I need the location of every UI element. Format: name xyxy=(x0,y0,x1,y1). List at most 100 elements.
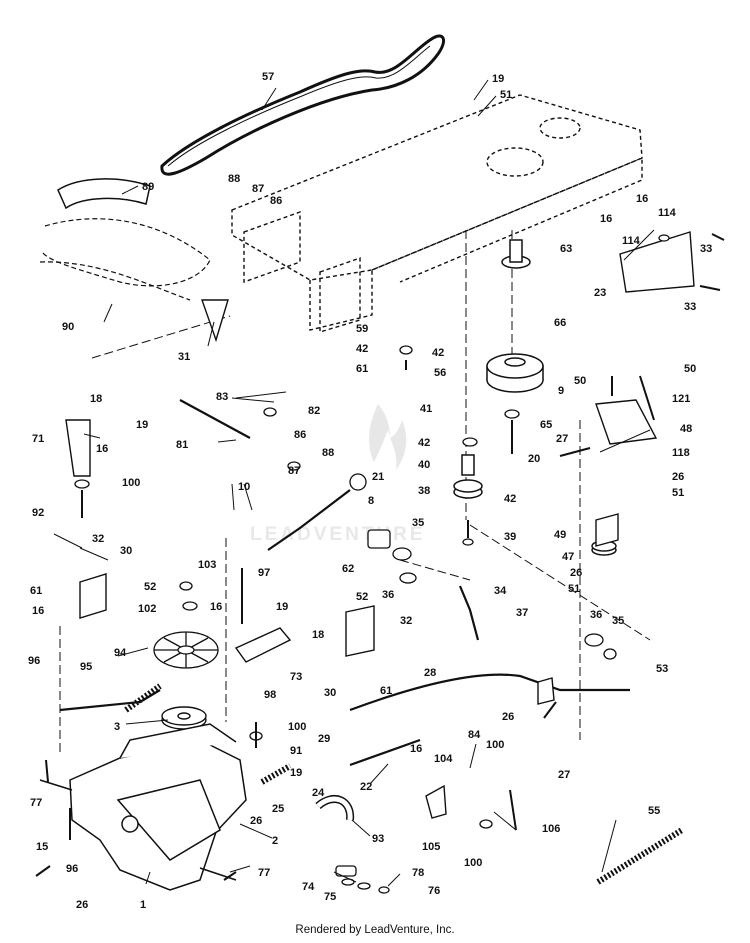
part-label: 8 xyxy=(368,495,374,507)
part-label: 29 xyxy=(318,733,330,745)
part-label: 40 xyxy=(418,459,430,471)
part-labels: 57 19 51 89 88 87 86 63 16 16 114 114 33… xyxy=(28,71,712,911)
footer-credit: Rendered by LeadVenture, Inc. xyxy=(295,924,455,936)
part-label: 90 xyxy=(62,321,74,333)
part-label: 87 xyxy=(288,465,300,477)
leadventure-watermark: LEADVENTURE xyxy=(250,404,426,545)
bolts xyxy=(35,233,725,881)
brackets xyxy=(65,231,695,819)
part-label: 114 xyxy=(658,207,677,219)
part-label: 82 xyxy=(308,405,320,417)
part-label: 98 xyxy=(264,689,276,701)
part-label: 9 xyxy=(558,385,564,397)
part-label: 100 xyxy=(464,857,482,869)
washers-and-nuts xyxy=(74,234,670,894)
drive-belt xyxy=(160,34,446,176)
part-label: 78 xyxy=(412,867,424,879)
part-label: 35 xyxy=(612,615,624,627)
idler-pulley-38 xyxy=(453,454,483,499)
watermark-text: LEADVENTURE xyxy=(250,524,426,545)
part-label: 16 xyxy=(210,601,222,613)
part-label: 48 xyxy=(680,423,692,435)
part-label: 24 xyxy=(312,787,325,799)
leader-lines xyxy=(53,79,655,887)
part-label: 102 xyxy=(138,603,156,615)
part-label: 28 xyxy=(424,667,436,679)
part-label: 51 xyxy=(672,487,684,499)
part-label: 33 xyxy=(684,301,696,313)
part-label: 41 xyxy=(420,403,432,415)
part-label: 39 xyxy=(504,531,516,543)
part-label: 35 xyxy=(412,517,424,529)
part-label: 62 xyxy=(342,563,354,575)
part-label: 86 xyxy=(294,429,306,441)
cooling-fan xyxy=(153,631,219,669)
part-label: 36 xyxy=(590,609,602,621)
part-label: 31 xyxy=(178,351,190,363)
part-label: 105 xyxy=(422,841,440,853)
part-label: 23 xyxy=(594,287,606,299)
part-label: 95 xyxy=(80,661,92,673)
part-label: 83 xyxy=(216,391,228,403)
part-label: 2 xyxy=(272,835,278,847)
part-label: 53 xyxy=(656,663,668,675)
part-label: 74 xyxy=(302,881,315,893)
part-label: 25 xyxy=(272,803,284,815)
part-label: 55 xyxy=(648,805,660,817)
transaxle-pulley xyxy=(161,706,207,730)
part-label: 73 xyxy=(290,671,302,683)
tractor-frame xyxy=(231,94,643,333)
part-label: 104 xyxy=(434,753,453,765)
part-label: 63 xyxy=(560,243,572,255)
electric-clutch xyxy=(486,353,544,393)
reference-lines xyxy=(59,230,651,755)
part-label: 86 xyxy=(270,195,282,207)
part-label: 27 xyxy=(556,433,568,445)
part-label: 30 xyxy=(120,545,132,557)
part-label: 77 xyxy=(258,867,270,879)
part-label: 50 xyxy=(574,375,586,387)
spring-95 xyxy=(124,683,162,713)
part-label: 96 xyxy=(66,863,78,875)
part-label: 81 xyxy=(176,439,188,451)
part-label: 52 xyxy=(356,591,368,603)
part-label: 19 xyxy=(290,767,302,779)
part-label: 88 xyxy=(322,447,334,459)
part-label: 22 xyxy=(360,781,372,793)
part-label: 42 xyxy=(432,347,444,359)
part-label: 36 xyxy=(382,589,394,601)
part-label: 91 xyxy=(290,745,302,757)
fender-outline xyxy=(39,218,211,301)
part-label: 26 xyxy=(570,567,582,579)
part-label: 19 xyxy=(276,601,288,613)
spring-55 xyxy=(596,827,684,885)
part-label: 50 xyxy=(684,363,696,375)
part-label: 16 xyxy=(636,193,648,205)
part-label: 103 xyxy=(198,559,216,571)
part-label: 38 xyxy=(418,485,430,497)
part-label: 32 xyxy=(400,615,412,627)
part-label: 65 xyxy=(540,419,552,431)
part-label: 100 xyxy=(122,477,140,489)
part-label: 26 xyxy=(250,815,262,827)
seat-support xyxy=(57,178,151,210)
part-label: 49 xyxy=(554,529,566,541)
part-label: 30 xyxy=(324,687,336,699)
part-label: 93 xyxy=(372,833,384,845)
part-label: 118 xyxy=(672,447,690,459)
part-label: 92 xyxy=(32,507,44,519)
part-label: 47 xyxy=(562,551,574,563)
part-label: 106 xyxy=(542,823,560,835)
part-label: 96 xyxy=(28,655,40,667)
part-label: 52 xyxy=(144,581,156,593)
part-label: 18 xyxy=(90,393,102,405)
part-label: 100 xyxy=(288,721,306,733)
part-label: 21 xyxy=(372,471,384,483)
part-label: 33 xyxy=(700,243,712,255)
part-label: 88 xyxy=(228,173,240,185)
part-label: 19 xyxy=(136,419,148,431)
part-label: 97 xyxy=(258,567,270,579)
part-label: 26 xyxy=(672,471,684,483)
part-label: 76 xyxy=(428,885,440,897)
